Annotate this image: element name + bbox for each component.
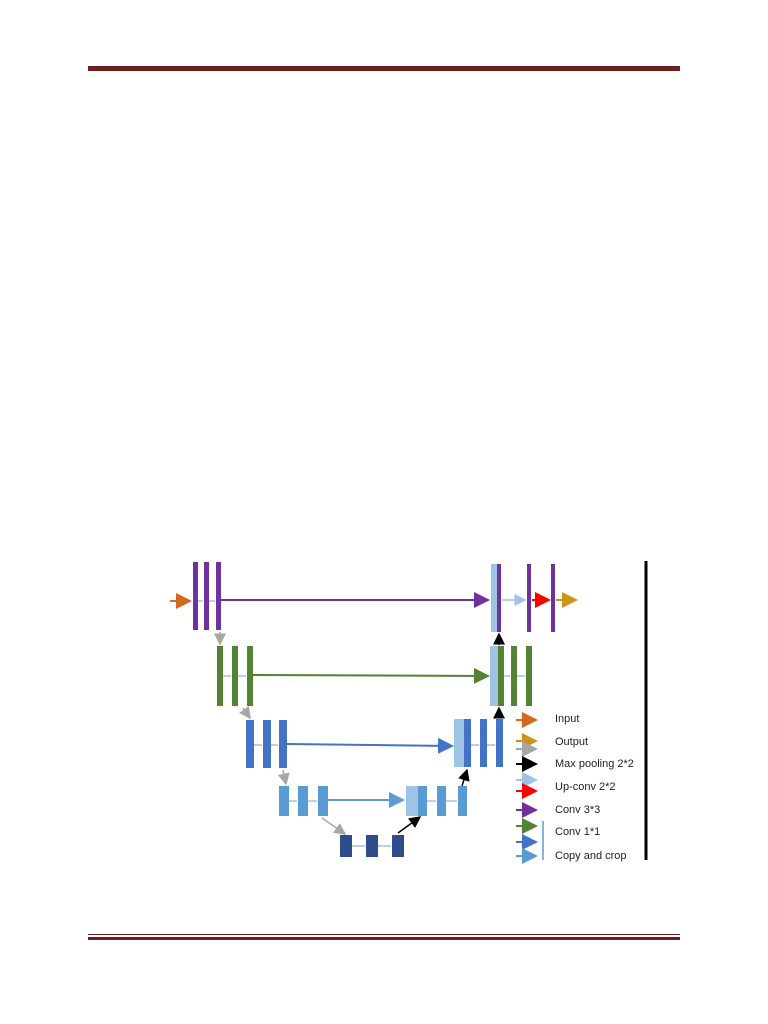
- l2-dec-block: [498, 646, 504, 706]
- l4-enc-block: [279, 786, 289, 816]
- legend-output-label: Output: [555, 736, 588, 748]
- l1-enc-block: [193, 562, 198, 630]
- legend-copy-label: Copy and crop: [555, 850, 627, 862]
- l3-skip-arrow: [286, 737, 454, 754]
- l3-dec-concat-block: [454, 719, 464, 767]
- l2-enc-block: [232, 646, 238, 706]
- l1-enc-block: [204, 562, 209, 630]
- l3-enc-block: [279, 720, 287, 768]
- legend-conv1-label: Conv 1*1: [555, 826, 600, 838]
- l4-pool-arrow: [321, 817, 347, 835]
- l1-dec-block: [551, 564, 555, 632]
- l1-dec-concat-block: [491, 564, 497, 632]
- l3-pool-arrow: [277, 769, 290, 786]
- l2-dec-concat-block: [490, 646, 498, 706]
- bottleneck-block: [340, 835, 352, 857]
- l4-dec-block: [437, 786, 446, 816]
- bottleneck-block: [366, 835, 378, 857]
- legend-conv3-label: Conv 3*3: [555, 804, 600, 816]
- l4-enc-block: [318, 786, 328, 816]
- l4-up-arrow: [458, 768, 470, 787]
- header-rule: [88, 66, 680, 71]
- l2-dec-block: [511, 646, 517, 706]
- l2-dec-block: [526, 646, 532, 706]
- legend-input-label: Input: [555, 713, 579, 725]
- l3-dec-block: [496, 719, 503, 767]
- l1-dec-block: [497, 564, 501, 632]
- l3-dec-block: [464, 719, 471, 767]
- footer-rule-thin: [88, 934, 680, 935]
- l2-enc-block: [217, 646, 223, 706]
- l4-enc-block: [298, 786, 308, 816]
- l2-skip-arrow: [252, 667, 490, 684]
- l3-enc-block: [263, 720, 271, 768]
- l1-dec-block: [527, 564, 531, 632]
- l3-enc-block: [246, 720, 254, 768]
- bottleneck-up-arrow: [397, 816, 422, 834]
- l4-dec-block: [418, 786, 427, 816]
- legend-maxpool-label: Max pooling 2*2: [555, 758, 634, 770]
- legend-upconv-label: Up-conv 2*2: [555, 781, 616, 793]
- l1-enc-block: [216, 562, 221, 630]
- l2-enc-block: [247, 646, 253, 706]
- footer-rule: [88, 937, 680, 940]
- l2-pool-arrow: [239, 705, 251, 720]
- bottleneck-block: [392, 835, 404, 857]
- l4-dec-concat-block: [406, 786, 418, 816]
- l4-dec-block: [458, 786, 467, 816]
- l3-dec-block: [480, 719, 487, 767]
